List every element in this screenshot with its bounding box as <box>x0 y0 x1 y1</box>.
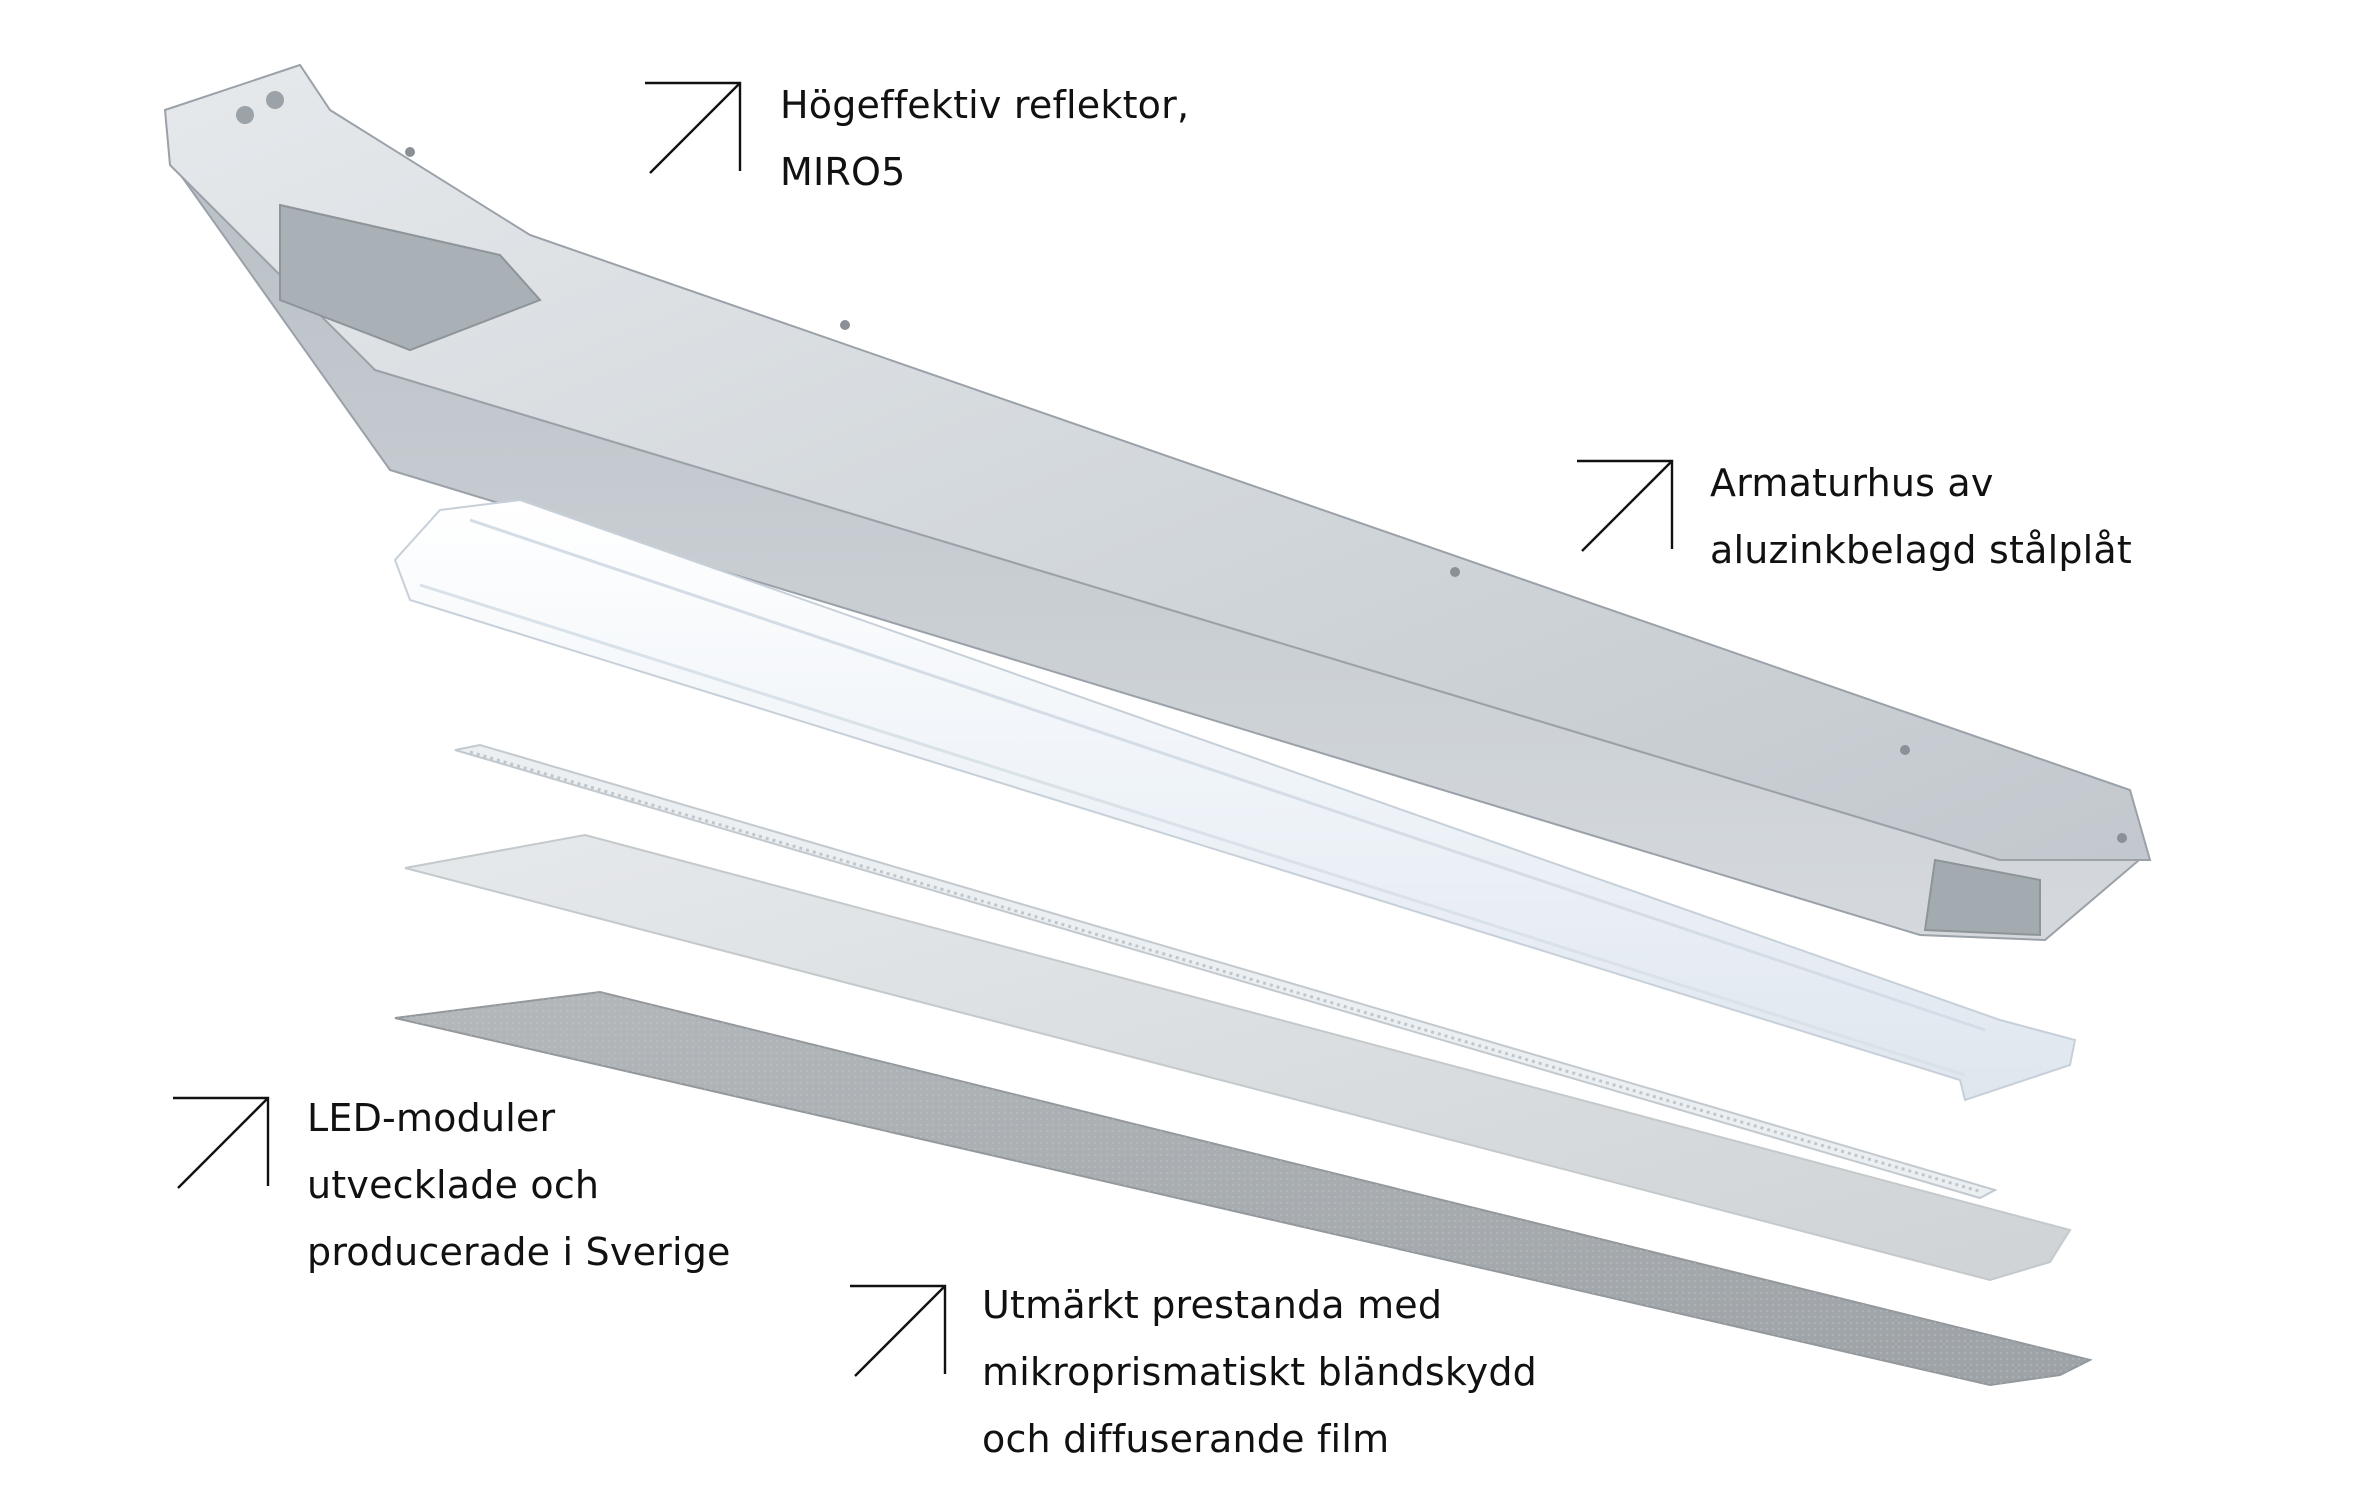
housing-top-cover <box>163 63 2152 861</box>
label-housing: Armaturhus av aluzinkbelagd stålplåt <box>1710 450 2132 584</box>
label-led-line-1: LED-moduler <box>307 1096 556 1140</box>
label-optics-line-2: mikroprismatiskt bländskydd <box>982 1350 1538 1394</box>
housing-end-box <box>279 203 542 352</box>
mounting-hole <box>1900 745 1910 755</box>
label-optics-line-1: Utmärkt prestanda med <box>982 1283 1443 1327</box>
arrow-up-right-icon <box>850 1284 947 1377</box>
prism-film-texture <box>395 992 2090 1385</box>
arrow-up-right-icon <box>645 81 742 174</box>
led-module-strip <box>454 743 1998 1200</box>
label-optics-line-3: och diffuserande film <box>982 1417 1390 1461</box>
housing-end-notch <box>1923 858 2041 937</box>
mounting-hole <box>840 320 850 330</box>
mounting-hole <box>1450 567 1460 577</box>
label-led-line-2: utvecklade och <box>307 1163 600 1207</box>
label-reflector-line-2: MIRO5 <box>780 150 906 194</box>
label-led-modules: LED-moduler utvecklade och producerade i… <box>307 1085 731 1286</box>
mounting-hole <box>236 106 254 124</box>
mounting-hole <box>405 147 415 157</box>
label-housing-line-2: aluzinkbelagd stålplåt <box>1710 528 2132 572</box>
label-reflector: Högeffektiv reflektor, MIRO5 <box>780 72 1189 206</box>
label-led-line-3: producerade i Sverige <box>307 1230 731 1274</box>
microprismatic-film <box>394 990 2093 1387</box>
label-reflector-line-1: Högeffektiv reflektor, <box>780 83 1190 127</box>
reflector-body <box>393 498 2077 1102</box>
mounting-hole <box>266 91 284 109</box>
miro5-reflector <box>393 498 2077 1102</box>
arrow-up-right-icon <box>1577 459 1674 552</box>
label-housing-line-1: Armaturhus av <box>1710 461 1994 505</box>
luminaire-housing <box>163 63 2152 942</box>
reflector-fold-line <box>469 518 1986 1032</box>
arrow-up-right-icon <box>173 1096 270 1189</box>
reflector-fold-line <box>419 583 1966 1077</box>
diffuser-sheet <box>404 833 2072 1282</box>
label-optics: Utmärkt prestanda med mikroprismatiskt b… <box>982 1272 1537 1473</box>
mounting-hole <box>2117 833 2127 843</box>
